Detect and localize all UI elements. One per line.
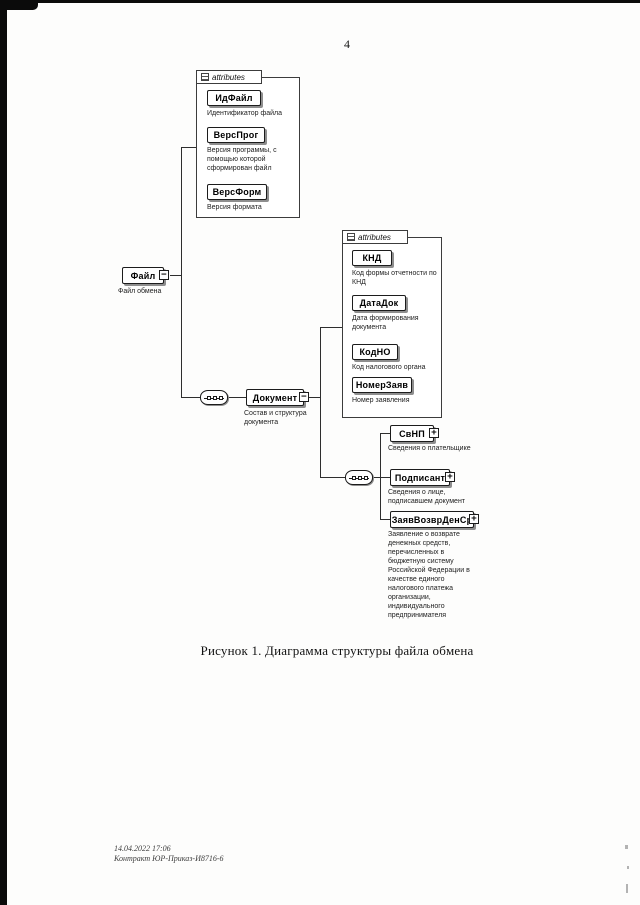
attribute-versprog-caption: Версия программы, с помощью которой сфор…: [207, 147, 277, 172]
attribute-datadok-caption: Дата формирования документа: [352, 315, 419, 331]
scan-corner-artifact: [0, 0, 38, 10]
sequence-dot: [352, 476, 356, 480]
attributes-icon: [347, 233, 355, 241]
element-svnp-caption: Сведения о плательщике: [388, 445, 471, 452]
document-attributes-tab: attributes: [342, 230, 408, 244]
footer-stamp: 14.04.2022 17:06 Контракт ЮР-Приказ-И871…: [114, 844, 224, 864]
attribute-versform-caption: Версия формата: [207, 204, 262, 211]
connector-line: [228, 397, 246, 398]
expand-icon: +: [429, 428, 439, 438]
scan-edge-left: [0, 0, 7, 905]
attributes-icon: [201, 73, 209, 81]
sequence-dot: [358, 476, 362, 480]
sequence-icon: [200, 390, 228, 405]
element-zayavvozvrdensr-caption: Заявление о возврате денежных средств, п…: [388, 531, 470, 619]
footer-docref: Контракт ЮР-Приказ-И8716-6: [114, 854, 224, 863]
connector-line: [380, 433, 381, 520]
element-zayavvozvrdensr: ЗаявВозврДенСр: [390, 511, 474, 528]
collapse-icon: −: [299, 392, 309, 402]
connector-line: [320, 477, 345, 478]
figure-caption: Рисунок 1. Диаграмма структуры файла обм…: [200, 643, 474, 658]
connector-line: [380, 433, 390, 434]
attribute-knd: КНД: [352, 250, 392, 266]
expand-icon: +: [445, 472, 455, 482]
attribute-idfile-caption: Идентификатор файла: [207, 110, 283, 117]
sequence-dot: [364, 476, 368, 480]
attribute-kodno-caption: Код налогового органа: [352, 364, 426, 371]
connector-line: [380, 477, 390, 478]
attribute-knd-caption: Код формы отчетности по КНД: [352, 270, 437, 286]
connector-line: [373, 477, 380, 478]
element-podpisant: Подписант: [390, 469, 450, 486]
sequence-dot: [207, 396, 211, 400]
scan-speck: [625, 845, 628, 849]
sequence-dot: [219, 396, 223, 400]
connector-line: [181, 397, 200, 398]
page-number: 4: [344, 37, 350, 51]
connector-line: [181, 147, 196, 148]
file-attributes-tab: attributes: [196, 70, 262, 84]
scan-speck: [627, 866, 629, 869]
collapse-icon: −: [159, 270, 169, 280]
element-document: Документ: [246, 389, 304, 406]
attribute-versprog: ВерсПрог: [207, 127, 265, 143]
attribute-nomerzayav: НомерЗаяв: [352, 377, 412, 393]
connector-line: [170, 275, 181, 276]
connector-line: [181, 147, 182, 398]
scan-edge-top: [0, 0, 640, 3]
sequence-dot: [213, 396, 217, 400]
attribute-datadok: ДатаДок: [352, 295, 406, 311]
attribute-versform: ВерсФорм: [207, 184, 267, 200]
connector-line: [320, 327, 342, 328]
footer-datetime: 14.04.2022 17:06: [114, 844, 171, 853]
element-podpisant-caption: Сведения о лице, подписавшем документ: [388, 489, 466, 505]
element-file-caption: Файл обмена: [118, 288, 162, 295]
attributes-label: attributes: [358, 232, 391, 242]
element-svnp: СвНП: [390, 425, 434, 442]
attributes-label: attributes: [212, 72, 245, 82]
expand-icon: +: [469, 514, 479, 524]
scan-speck: [626, 884, 628, 893]
connector-line: [380, 519, 390, 520]
connector-line: [309, 397, 320, 398]
attribute-idfile: ИдФайл: [207, 90, 261, 106]
element-file: Файл: [122, 267, 164, 284]
element-document-caption: Состав и структура документа: [244, 410, 307, 426]
attribute-nomerzayav-caption: Номер заявления: [352, 397, 410, 404]
connector-line: [320, 327, 321, 478]
attribute-kodno: КодНО: [352, 344, 398, 360]
sequence-icon: [345, 470, 373, 485]
